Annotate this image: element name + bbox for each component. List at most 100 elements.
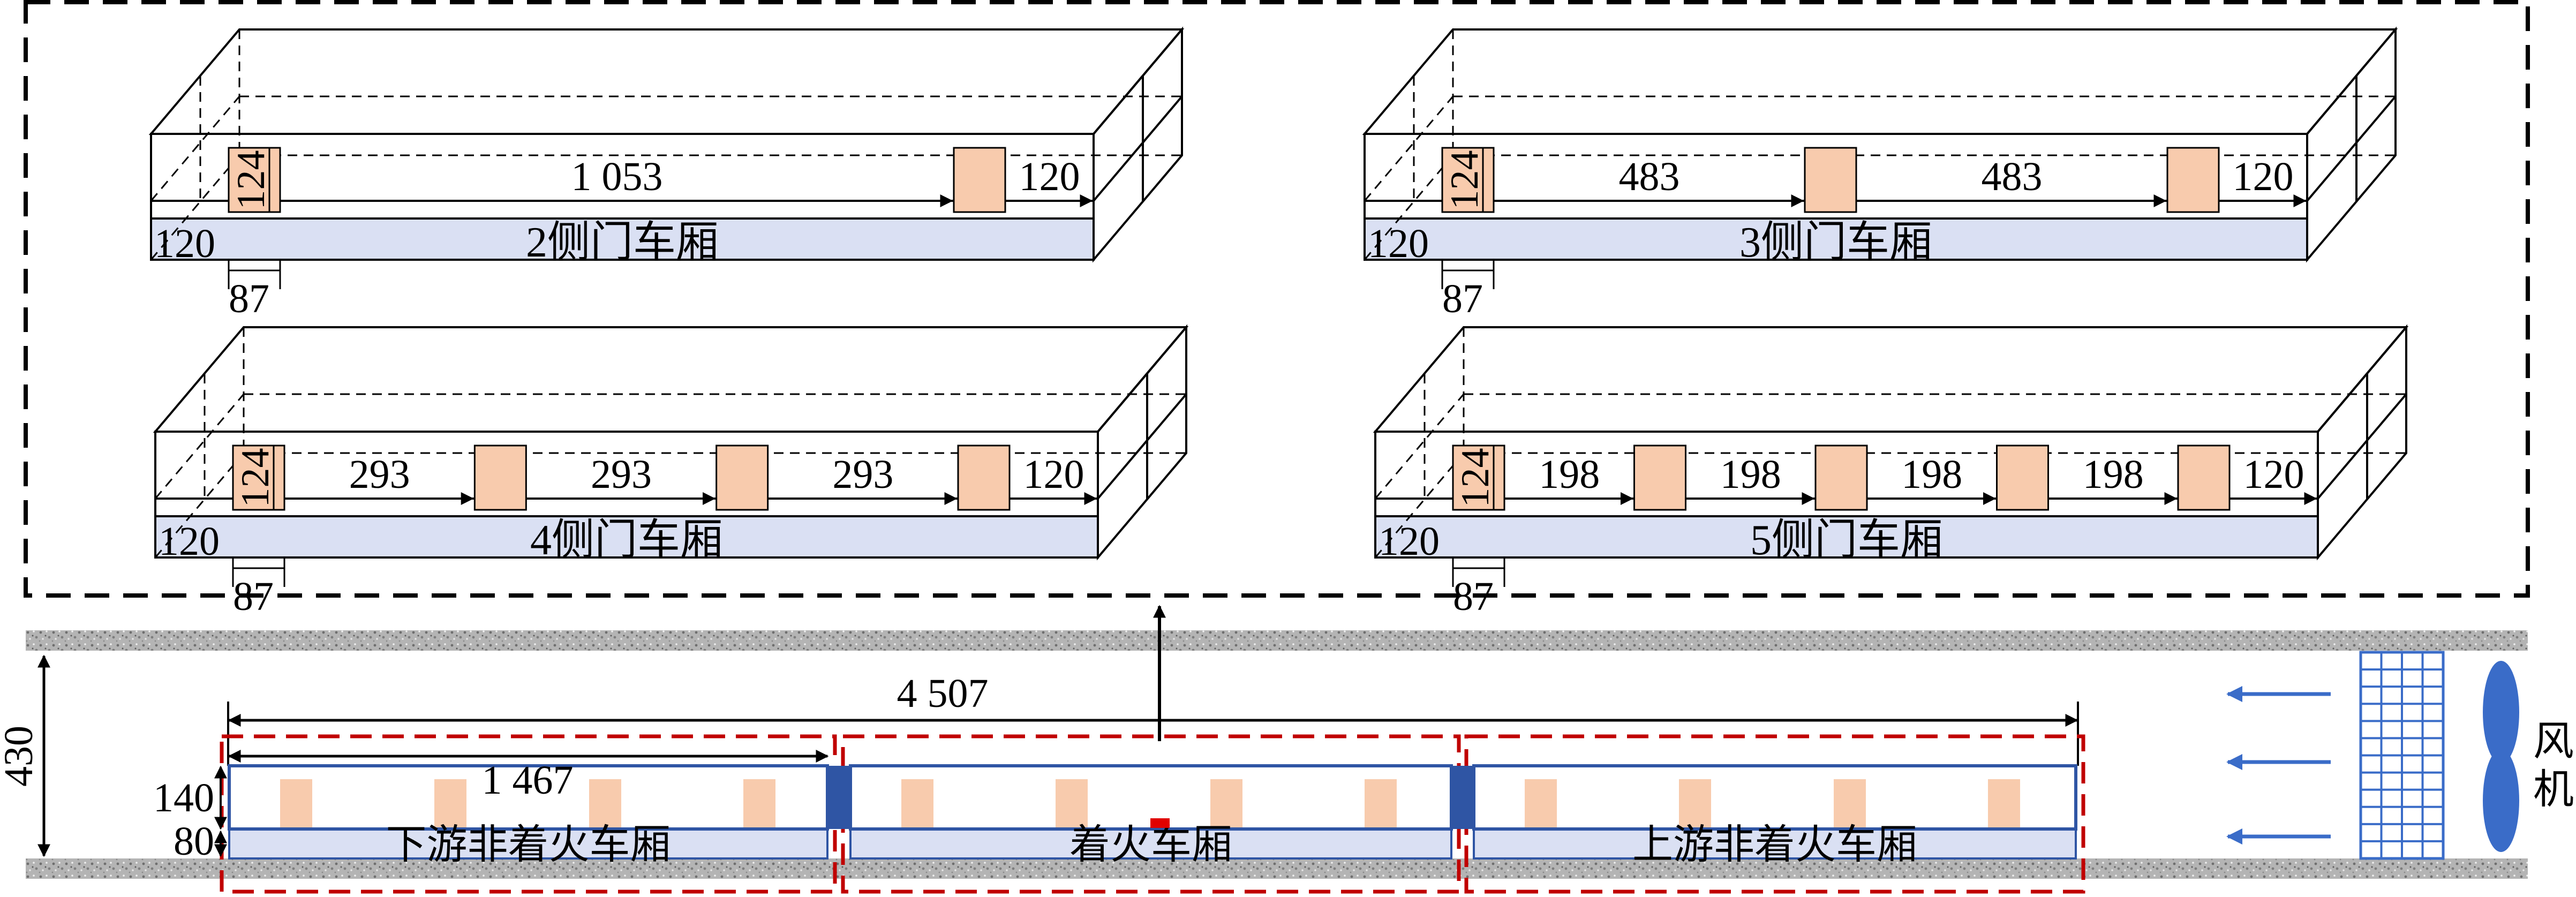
front-offset-label: 120 (159, 519, 220, 564)
tunnel-car-3: 上游非着火车厢 (1464, 734, 2085, 894)
carriage-floor (154, 515, 1099, 559)
door-width-label: 87 (229, 276, 269, 321)
back-offset-label: 120 (2243, 452, 2304, 497)
fan-label-1: 风 (2533, 719, 2574, 764)
door-spacing-label: 293 (349, 452, 410, 497)
inter-car-gap (1451, 766, 1474, 829)
back-offset-label: 120 (1019, 154, 1080, 199)
door-spacing-label: 198 (2083, 452, 2144, 497)
side-door (1996, 444, 2049, 511)
panel-label: 4侧门车厢 (530, 517, 723, 564)
side-door (1804, 147, 1857, 213)
side-door (957, 444, 1011, 511)
door-spacing-label: 293 (591, 452, 652, 497)
side-door (1633, 444, 1686, 511)
front-offset-label: 120 (1368, 221, 1429, 266)
door-height-label: 124 (1443, 150, 1487, 210)
car-length-label: 1 467 (482, 758, 574, 803)
car-door (589, 779, 621, 827)
tunnel-ceiling (26, 630, 2528, 651)
hidden-depth-mid (150, 96, 240, 201)
side-door (1452, 444, 1505, 511)
car-door (743, 779, 775, 827)
car-door (1834, 779, 1866, 827)
carriage-right-face (2306, 26, 2397, 263)
side-door (2166, 147, 2220, 213)
door-width-label: 87 (1442, 276, 1483, 321)
hidden-depth-mid (154, 394, 245, 499)
tunnel-car-1: 下游非着火车厢 (220, 734, 837, 894)
hidden-depth-edge (1374, 453, 1465, 558)
side-door (473, 444, 527, 511)
hidden-depth-edge (1364, 155, 1454, 260)
door-width-label: 87 (233, 574, 274, 619)
right-face-mid-line (2317, 393, 2407, 500)
carriage-top-face (1373, 326, 2409, 433)
car-door (434, 779, 466, 827)
hidden-depth-mid (1374, 394, 1465, 499)
door-height-label: 124 (234, 448, 277, 508)
hidden-depth-edge (150, 155, 240, 260)
panel-label: 3侧门车厢 (1739, 219, 1932, 266)
right-face-mid-line (2306, 95, 2397, 202)
airflow-arrows (2226, 686, 2331, 845)
back-offset-label: 120 (2233, 154, 2294, 199)
front-offset-label: 120 (154, 221, 215, 266)
car-door (1988, 779, 2020, 827)
side-door (1814, 444, 1868, 511)
tunnel-floor (26, 858, 2528, 879)
car-door (1056, 779, 1088, 827)
side-door (232, 444, 285, 511)
car-door (1525, 779, 1557, 827)
tunnel-section: 430 4 507 下游非着火车厢着火车厢上游非着火车厢 1 467 140 8… (0, 605, 2574, 894)
carriage-right-face (1093, 26, 1183, 263)
fan-icon (2483, 661, 2519, 852)
door-spacing-label: 198 (1720, 452, 1781, 497)
panels-dashed-frame (24, 0, 2530, 598)
door-spacing-label: 483 (1619, 154, 1680, 199)
side-door (715, 444, 769, 511)
carriage-right-face (2317, 324, 2407, 561)
car-label: 下游非着火车厢 (386, 823, 671, 868)
back-offset-label: 120 (1023, 452, 1084, 497)
car-door (1679, 779, 1711, 827)
floor-height-label: 80 (174, 819, 214, 864)
door-spacing-label: 198 (1539, 452, 1600, 497)
train-cars: 下游非着火车厢着火车厢上游非着火车厢 (220, 734, 2085, 894)
fan-label-2: 机 (2533, 767, 2574, 812)
car-door (901, 779, 933, 827)
tunnel-height-label: 430 (0, 726, 41, 787)
inter-car-gap (827, 766, 850, 829)
carriage-top-face (148, 28, 1185, 135)
hidden-depth-edge (154, 453, 245, 558)
car-door (1210, 779, 1242, 827)
panel-label: 2侧门车厢 (526, 219, 719, 266)
fire-source (1150, 818, 1170, 828)
hidden-depth-mid (1364, 96, 1454, 201)
front-offset-label: 120 (1379, 519, 1440, 564)
right-face-mid-line (1093, 95, 1183, 202)
panel-4-door-carriage: 293 293 293 120 124 120 87 4侧门车厢 (153, 324, 1189, 619)
flow-straightener-grid (2359, 651, 2445, 860)
car-label: 上游非着火车厢 (1632, 823, 1917, 868)
door-height-label: 124 (229, 150, 273, 210)
train-length-label: 4 507 (897, 671, 989, 716)
door-height-label: 124 (1453, 448, 1497, 508)
carriage-top-face (153, 326, 1189, 433)
side-door (1441, 147, 1495, 213)
car-body (228, 764, 829, 831)
door-spacing-label: 293 (832, 452, 893, 497)
car-height-label: 140 (153, 775, 214, 820)
right-face-mid-line (1097, 393, 1187, 500)
door-width-label: 87 (1453, 574, 1494, 619)
carriage-right-face (1097, 324, 1187, 561)
car-body (1472, 764, 2077, 831)
side-door (953, 147, 1006, 213)
panel-label: 5侧门车厢 (1750, 517, 1943, 564)
door-spacing-label: 1 053 (571, 154, 663, 199)
side-door (2177, 444, 2231, 511)
